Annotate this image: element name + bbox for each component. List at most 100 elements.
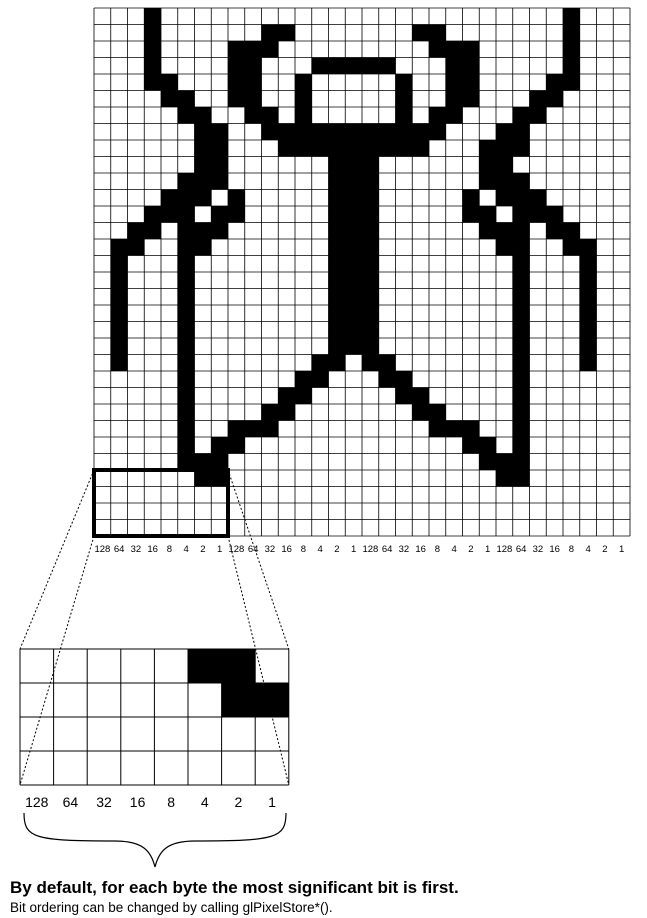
bitmap-pixel xyxy=(177,404,195,421)
bitmap-pixel xyxy=(512,321,530,338)
bitmap-pixel xyxy=(579,288,597,305)
bitmap-pixel xyxy=(512,305,530,322)
bitmap-pixel xyxy=(328,173,379,190)
bitmap-pixel xyxy=(110,288,128,305)
bitmap-pixel xyxy=(211,453,228,470)
connector-line xyxy=(19,469,95,650)
bitmap-bit-label: 1 xyxy=(619,544,624,555)
bitmap-pixel xyxy=(328,305,379,322)
bitmap-pixel xyxy=(161,189,212,206)
bitmap-bit-label: 128 xyxy=(94,544,110,555)
bitmap-pixel xyxy=(295,90,312,107)
bitmap-bit-label: 128 xyxy=(228,544,244,555)
bitmap-pixel xyxy=(328,255,379,272)
bitmap-pixel xyxy=(512,338,530,355)
bitmap-pixel xyxy=(177,387,195,404)
bitmap-pixel xyxy=(328,206,379,223)
bitmap-pixel xyxy=(563,24,580,41)
bitmap-bit-label: 32 xyxy=(265,544,276,555)
bitmap-bit-label: 32 xyxy=(533,544,544,555)
bitmap-pixel xyxy=(563,8,580,25)
bitmap-pixel xyxy=(328,222,379,239)
bitmap-pixel xyxy=(177,354,195,371)
bitmap-pixel xyxy=(512,420,530,437)
bitmap-pixel xyxy=(429,41,480,58)
bitmap-pixel xyxy=(328,156,379,173)
bitmap-pixel xyxy=(328,288,379,305)
zoom-connector-lines xyxy=(19,469,290,786)
bitmap-pixel xyxy=(479,140,530,157)
bitmap-pixel xyxy=(479,173,530,190)
bitmap-bit-label: 2 xyxy=(334,544,339,555)
zoom-bit-label: 32 xyxy=(96,794,112,810)
bitmap-pixel xyxy=(144,57,161,74)
bitmap-pixel xyxy=(512,387,530,404)
bitmap-bit-label: 64 xyxy=(516,544,527,555)
bitmap-pixel xyxy=(512,453,530,470)
bitmap-pixel xyxy=(110,305,128,322)
zoom-bit-label: 1 xyxy=(268,794,276,810)
bitmap-bit-label: 8 xyxy=(301,544,306,555)
zoom-bit-label: 128 xyxy=(25,794,49,810)
bitmap-bit-label: 8 xyxy=(569,544,574,555)
zoom-pixel xyxy=(221,649,256,683)
bitmap-pixel xyxy=(177,255,195,272)
bitmap-pixel xyxy=(512,272,530,289)
bitmap-pixel xyxy=(328,272,379,289)
bitmap-pixel xyxy=(295,107,312,124)
bitmap-pixel xyxy=(579,321,597,338)
zoom-pixel xyxy=(188,649,222,683)
zoom-bit-label: 64 xyxy=(63,794,79,810)
bitmap-pixel xyxy=(228,189,245,206)
bitmap-bit-label: 64 xyxy=(114,544,125,555)
bitmap-pixel xyxy=(228,41,279,58)
bitmap-pixel xyxy=(328,321,379,338)
bitmap-grid xyxy=(93,7,631,537)
bitmap-bit-label: 2 xyxy=(602,544,607,555)
zoom-bit-label: 8 xyxy=(167,794,175,810)
zoom-pixel xyxy=(255,683,289,717)
bitmap-pixel xyxy=(496,189,547,206)
bitmap-pixel xyxy=(395,107,413,124)
bitmap-pixel xyxy=(177,371,195,388)
bitmap-pixel xyxy=(177,338,195,355)
bitmap-pixel xyxy=(144,24,161,41)
brace-path xyxy=(23,812,287,868)
connector-line xyxy=(227,469,290,650)
bitmap-bit-label: 64 xyxy=(248,544,259,555)
bitmap-pixel xyxy=(395,90,413,107)
bitmap-bit-label: 2 xyxy=(468,544,473,555)
bitmap-bit-label: 1 xyxy=(217,544,222,555)
bitmap-pixel xyxy=(462,189,480,206)
connector-line xyxy=(19,535,95,786)
bitmap-bit-label: 128 xyxy=(496,544,512,555)
bitmap-pixel xyxy=(110,321,128,338)
bitmap-pixel xyxy=(512,371,530,388)
bitmap-bit-label: 64 xyxy=(382,544,393,555)
bitmap-pixel xyxy=(395,74,413,91)
zoom-bit-label: 4 xyxy=(201,794,209,810)
bitmap-pixel xyxy=(110,272,128,289)
bitmap-pixel xyxy=(579,272,597,289)
bitmap-pixel xyxy=(563,41,580,58)
bitmap-pixel xyxy=(177,222,228,239)
bitmap-bit-label: 128 xyxy=(362,544,378,555)
bitmap-bit-label: 1 xyxy=(351,544,356,555)
bitmap-pixel xyxy=(479,222,530,239)
bitmap-pixel xyxy=(328,338,379,355)
bitmap-pixel xyxy=(512,255,530,272)
bitmap-pixel xyxy=(311,57,396,74)
zoom-pixel xyxy=(221,683,256,717)
bitmap-pixel xyxy=(579,338,597,355)
bitmap-pixel xyxy=(177,437,195,454)
highlighted-bytes-box xyxy=(92,468,230,538)
caption-sub: Bit ordering can be changed by calling g… xyxy=(10,900,333,915)
bitmap-pixel xyxy=(177,321,195,338)
zoom-bit-label: 2 xyxy=(235,794,243,810)
bitmap-pixel xyxy=(177,173,228,190)
caption-main: By default, for each byte the most signi… xyxy=(10,878,459,897)
bitmap-pixel xyxy=(579,255,597,272)
